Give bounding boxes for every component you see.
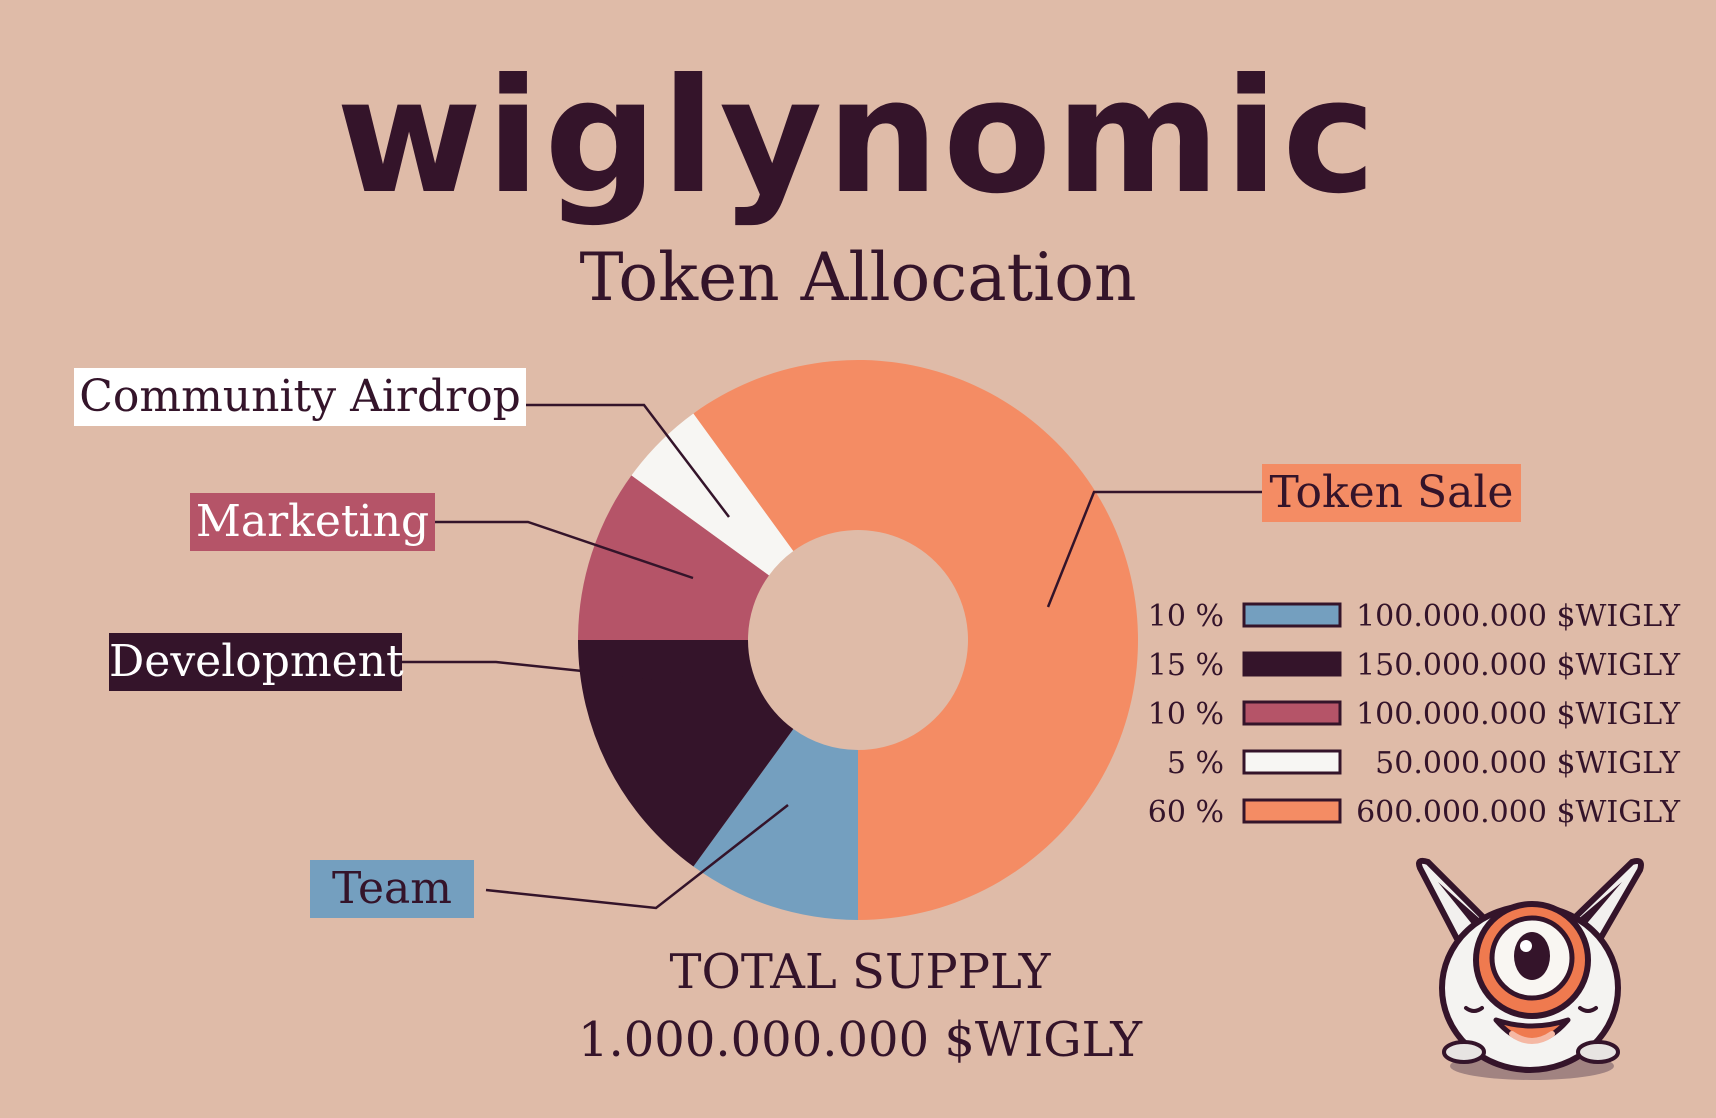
- label-community-airdrop: Community Airdrop: [74, 368, 526, 426]
- leader-line-development: [402, 660, 689, 684]
- label-token-sale: Token Sale: [1262, 464, 1521, 522]
- leader-lines: [402, 403, 1262, 910]
- legend-swatch: [1242, 700, 1342, 726]
- label-team: Team: [310, 860, 474, 918]
- label-marketing: Marketing: [190, 493, 435, 551]
- slice-token-sale: [693, 360, 1138, 921]
- chart-title: Token Allocation: [579, 239, 1137, 316]
- legend: 10 % 100.000.000 $WIGLY 15 % 150.000.000 $W…: [1148, 599, 1681, 830]
- legend-percent: 10 %: [1148, 599, 1224, 634]
- leader-line-community-airdrop: [526, 403, 730, 518]
- legend-amount: 600.000.000 $WIGLY: [1356, 795, 1681, 830]
- total-supply-label: TOTAL SUPPLY: [669, 944, 1051, 1000]
- label-development: Development: [109, 633, 404, 691]
- legend-swatch: [1242, 602, 1342, 628]
- total-supply-value: 1.000.000.000 $WIGLY: [577, 1012, 1143, 1068]
- mascot-icon: [1416, 857, 1644, 1080]
- legend-percent: 15 %: [1148, 648, 1224, 683]
- slice-development: [578, 640, 794, 867]
- slice-team: [693, 728, 858, 920]
- legend-swatch: [1242, 749, 1342, 775]
- legend-swatch: [1242, 651, 1342, 677]
- brand-logo: wiglynomic: [336, 45, 1380, 229]
- legend-amount: 50.000.000 $WIGLY: [1375, 746, 1681, 781]
- legend-percent: 60 %: [1148, 795, 1224, 830]
- donut-slices: [578, 360, 1138, 921]
- legend-amount: 100.000.000 $WIGLY: [1356, 697, 1681, 732]
- slice-marketing: [578, 475, 770, 640]
- legend-percent: 5 %: [1167, 746, 1224, 781]
- leader-line-token-sale: [1046, 490, 1262, 608]
- leader-line-marketing: [435, 520, 694, 580]
- legend-percent: 10 %: [1148, 697, 1224, 732]
- legend-amount: 100.000.000 $WIGLY: [1356, 599, 1681, 634]
- leader-line-team: [485, 804, 789, 910]
- legend-swatch: [1242, 798, 1342, 824]
- legend-amount: 150.000.000 $WIGLY: [1356, 648, 1681, 683]
